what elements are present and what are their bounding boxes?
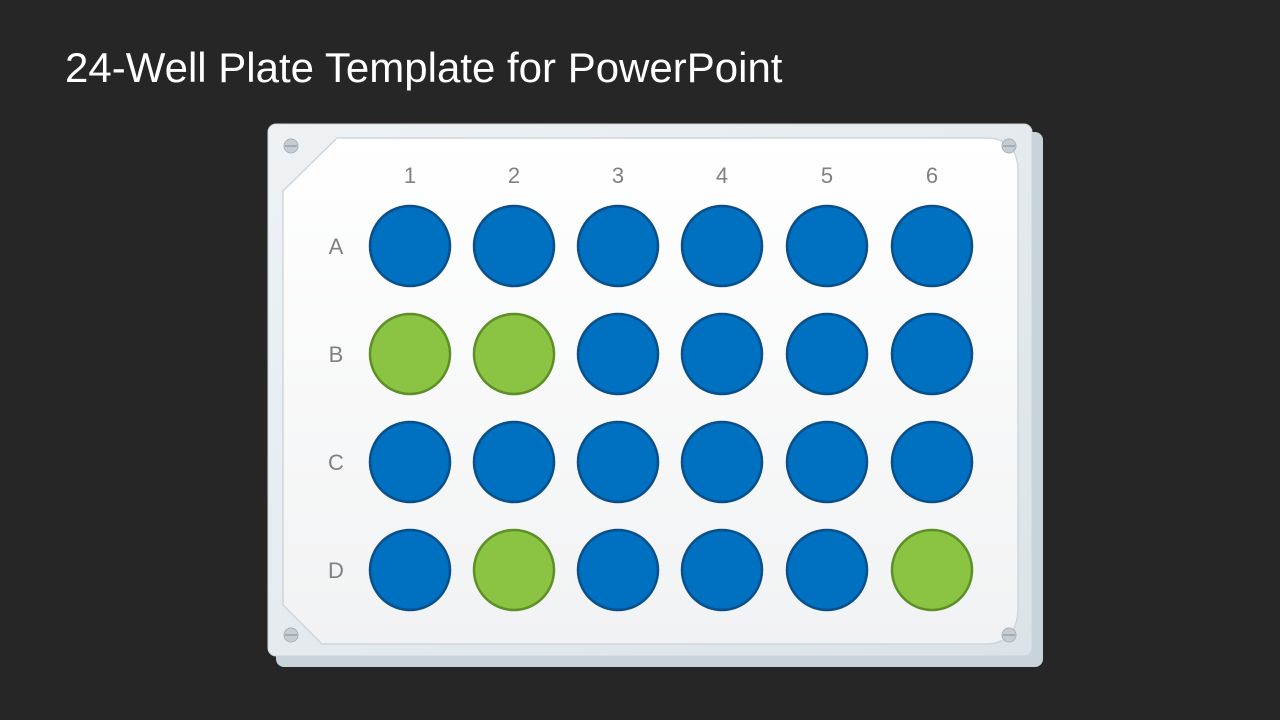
well-d6-green: [890, 528, 974, 612]
column-label-5: 5: [821, 163, 833, 188]
well-c1-blue: [368, 420, 452, 504]
row-labels: A B C D: [328, 234, 344, 583]
row-label-a: A: [329, 234, 344, 259]
slide-title: 24-Well Plate Template for PowerPoint: [65, 44, 783, 91]
well-d3-blue: [576, 528, 660, 612]
well-d5-blue: [785, 528, 869, 612]
column-labels: 1 2 3 4 5 6: [404, 163, 938, 188]
screw-bottom-right-icon: [1001, 627, 1017, 643]
well-b3-blue: [576, 312, 660, 396]
screw-top-right-icon: [1001, 138, 1017, 154]
column-label-4: 4: [716, 163, 728, 188]
well-a3-blue: [576, 204, 660, 288]
well-b2-green: [472, 312, 556, 396]
well-a6-blue: [890, 204, 974, 288]
wells-grid: [368, 204, 974, 612]
well-d2-green: [472, 528, 556, 612]
well-a2-blue: [472, 204, 556, 288]
well-d1-blue: [368, 528, 452, 612]
well-c5-blue: [785, 420, 869, 504]
row-label-c: C: [328, 450, 344, 475]
well-c4-blue: [680, 420, 764, 504]
well-c3-blue: [576, 420, 660, 504]
well-b5-blue: [785, 312, 869, 396]
well-a4-blue: [680, 204, 764, 288]
well-d4-blue: [680, 528, 764, 612]
column-label-1: 1: [404, 163, 416, 188]
column-label-3: 3: [612, 163, 624, 188]
well-a1-blue: [368, 204, 452, 288]
screw-bottom-left-icon: [283, 627, 299, 643]
column-label-6: 6: [926, 163, 938, 188]
well-b1-green: [368, 312, 452, 396]
row-label-b: B: [329, 342, 344, 367]
well-b6-blue: [890, 312, 974, 396]
well-c6-blue: [890, 420, 974, 504]
row-label-d: D: [328, 558, 344, 583]
well-a5-blue: [785, 204, 869, 288]
screw-top-left-icon: [283, 138, 299, 154]
well-c2-blue: [472, 420, 556, 504]
column-label-2: 2: [508, 163, 520, 188]
well-b4-blue: [680, 312, 764, 396]
